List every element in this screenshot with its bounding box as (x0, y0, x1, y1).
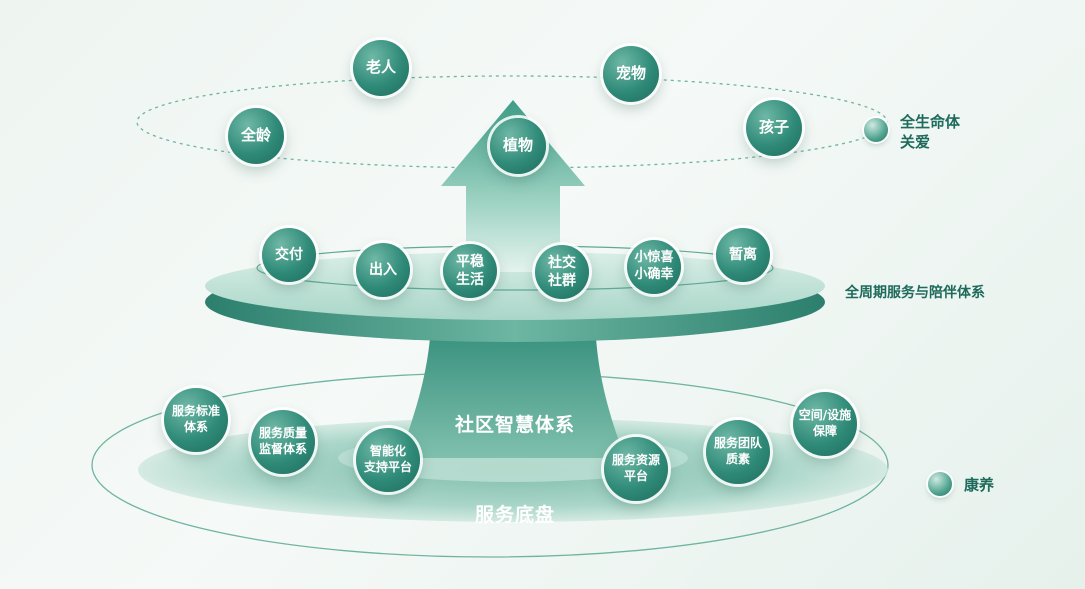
node-small-joys[interactable]: 小惊喜 小确幸 (627, 240, 681, 294)
node-all-ages[interactable]: 全龄 (228, 108, 284, 164)
bottom-ring-marker (928, 472, 952, 496)
middle-ring-label: 全周期服务与陪伴体系 (845, 285, 985, 301)
top-ring-label: 全生命体 关爱 (900, 113, 961, 152)
node-resource-platform[interactable]: 服务资源 平台 (604, 437, 668, 501)
core-title: 社区智慧体系 (454, 414, 575, 436)
node-stable-life[interactable]: 平稳 生活 (443, 244, 497, 298)
node-delivery[interactable]: 交付 (262, 228, 316, 282)
node-service-standard[interactable]: 服务标准 体系 (164, 388, 228, 452)
node-team-quality[interactable]: 服务团队 质素 (706, 420, 770, 484)
base-title: 服务底盘 (474, 504, 555, 526)
node-children[interactable]: 孩子 (746, 100, 802, 156)
node-access[interactable]: 出入 (356, 243, 410, 297)
node-elderly[interactable]: 老人 (353, 40, 409, 96)
top-ring-marker (864, 118, 888, 142)
bottom-ring-label: 康养 (964, 476, 995, 494)
core-trunk (400, 338, 625, 458)
node-space-facility[interactable]: 空间/设施 保障 (793, 392, 857, 456)
node-pets[interactable]: 宠物 (603, 46, 659, 102)
node-temporary-leave[interactable]: 暂离 (716, 228, 770, 282)
growth-arrow (441, 100, 585, 272)
top-orbit (136, 75, 888, 169)
node-social[interactable]: 社交 社群 (535, 245, 589, 299)
node-smart-platform[interactable]: 智能化 支持平台 (356, 428, 420, 492)
node-quality-supervision[interactable]: 服务质量 监督体系 (251, 410, 315, 474)
node-plants[interactable]: 植物 (490, 118, 546, 174)
